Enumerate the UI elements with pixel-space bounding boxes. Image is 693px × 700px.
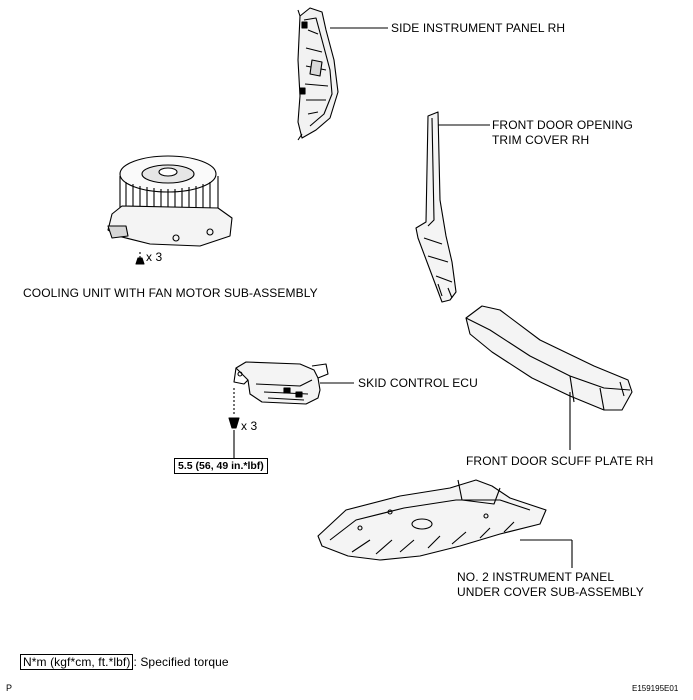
trim-cover-part <box>415 111 457 303</box>
side-instrument-panel-part <box>297 7 339 141</box>
cooling-unit-bolt <box>135 252 145 265</box>
label-trim-cover-line1: FRONT DOOR OPENING <box>492 118 633 132</box>
skid-ecu-bolt <box>228 388 240 458</box>
torque-spec-box: 5.5 (56, 49 in.*lbf) <box>174 458 268 474</box>
label-trim-cover-line2: TRIM COVER RH <box>492 133 590 147</box>
cooling-unit-part <box>107 155 233 247</box>
label-side-instrument-panel: SIDE INSTRUMENT PANEL RH <box>391 21 566 35</box>
skid-ecu-bolt-qty: x 3 <box>241 419 258 433</box>
under-cover-part <box>317 479 547 561</box>
label-cooling-unit: COOLING UNIT WITH FAN MOTOR SUB-ASSEMBLY <box>23 286 318 300</box>
label-under-cover-line2: UNDER COVER SUB-ASSEMBLY <box>457 585 644 599</box>
legend-unit-box: N*m (kgf*cm, ft.*lbf) <box>20 654 134 670</box>
label-scuff-plate: FRONT DOOR SCUFF PLATE RH <box>466 454 654 468</box>
torque-legend: N*m (kgf*cm, ft.*lbf): Specified torque <box>20 654 229 670</box>
cooling-unit-bolt-qty: x 3 <box>146 250 163 264</box>
scuff-plate-part <box>465 305 633 411</box>
footer-code: P <box>6 683 13 693</box>
label-under-cover-line1: NO. 2 INSTRUMENT PANEL <box>457 570 615 584</box>
legend-description: : Specified torque <box>133 655 229 669</box>
figure-id: E159195E01 <box>632 684 679 693</box>
skid-control-ecu-part <box>233 361 329 405</box>
label-skid-control-ecu: SKID CONTROL ECU <box>358 376 478 390</box>
